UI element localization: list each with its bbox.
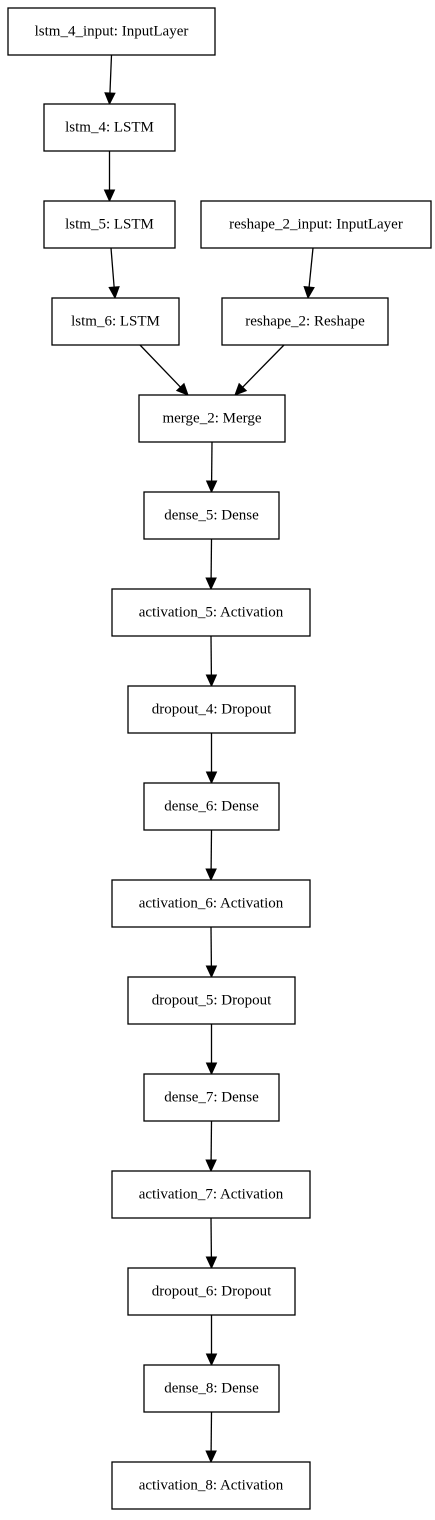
edge-lstm-6-to-merge-2 [139, 344, 189, 396]
edge-dropout-6-to-dense-8 [205, 1315, 218, 1367]
arrowhead-icon [175, 382, 189, 396]
node-label: dense_7: Dense [164, 1090, 259, 1106]
node-label: merge_2: Merge [162, 411, 261, 427]
edges-layer [103, 54, 315, 1464]
edge-lstm-4-input-to-lstm-4 [104, 54, 116, 106]
node-label: dropout_5: Dropout [152, 993, 272, 1009]
node-box [127, 976, 296, 1025]
edge-reshape-2-input-to-reshape-2 [303, 247, 315, 300]
edge-line [109, 54, 113, 94]
node-dense-7: dense_7: Dense [143, 1073, 280, 1122]
arrowhead-icon [205, 1159, 217, 1173]
node-label: dense_5: Dense [164, 508, 259, 524]
node-label: lstm_4: LSTM [65, 120, 154, 136]
edge-activation-5-to-dropout-4 [205, 635, 218, 688]
node-box [143, 1364, 280, 1413]
edge-line [139, 344, 181, 388]
node-box [200, 200, 432, 249]
arrowhead-icon [205, 1353, 218, 1367]
arrowhead-icon [205, 868, 217, 882]
edge-merge-2-to-dense-5 [205, 441, 218, 494]
node-lstm-4: lstm_4: LSTM [43, 103, 176, 152]
node-dropout-4: dropout_4: Dropout [127, 685, 296, 734]
node-label: dense_8: Dense [164, 1381, 259, 1397]
node-dense-6: dense_6: Dense [143, 782, 280, 831]
node-box [143, 1073, 280, 1122]
edge-line [110, 247, 115, 288]
edge-line [308, 247, 314, 288]
arrowhead-icon [103, 189, 116, 203]
edge-dropout-4-to-dense-6 [205, 733, 218, 785]
node-activation-5: activation_5: Activation [111, 588, 311, 637]
arrowhead-icon [205, 480, 218, 494]
arrowhead-icon [205, 577, 217, 591]
node-dense-8: dense_8: Dense [143, 1364, 280, 1413]
node-reshape-2-input: reshape_2_input: InputLayer [200, 200, 432, 249]
node-box [51, 297, 180, 346]
node-box [111, 588, 311, 637]
node-box [127, 1267, 296, 1316]
edge-dense-8-to-activation-8 [205, 1411, 217, 1464]
node-box [138, 394, 286, 443]
node-activation-7: activation_7: Activation [111, 1170, 311, 1219]
node-dropout-5: dropout_5: Dropout [127, 976, 296, 1025]
node-label: activation_5: Activation [139, 605, 284, 621]
node-dropout-6: dropout_6: Dropout [127, 1267, 296, 1316]
node-box [43, 103, 176, 152]
node-label: lstm_4_input: InputLayer [35, 24, 189, 40]
node-label: lstm_5: LSTM [65, 217, 154, 233]
arrowhead-icon [205, 1256, 218, 1270]
node-dense-5: dense_5: Dense [143, 491, 280, 540]
node-activation-8: activation_8: Activation [111, 1461, 311, 1510]
arrowhead-icon [108, 286, 120, 300]
arrowhead-icon [205, 965, 218, 979]
node-box [111, 1461, 311, 1510]
edge-lstm-4-to-lstm-5 [103, 151, 116, 203]
node-box [127, 685, 296, 734]
nodes-layer: lstm_4_input: InputLayer lstm_4: LSTM lstm… [7, 7, 432, 1510]
node-reshape-2: reshape_2: Reshape [221, 297, 389, 346]
node-label: activation_6: Activation [139, 896, 284, 912]
node-lstm-6: lstm_6: LSTM [51, 297, 180, 346]
node-lstm-5: lstm_5: LSTM [43, 200, 176, 249]
edge-reshape-2-to-merge-2 [234, 344, 285, 396]
node-box [143, 491, 280, 540]
arrowhead-icon [234, 382, 248, 396]
node-label: lstm_6: LSTM [71, 314, 160, 330]
node-box [143, 782, 280, 831]
edge-activation-7-to-dropout-6 [205, 1217, 218, 1270]
edge-dense-5-to-activation-5 [205, 538, 217, 591]
node-merge-2: merge_2: Merge [138, 394, 286, 443]
node-label: activation_8: Activation [139, 1478, 284, 1494]
edge-lstm-5-to-lstm-6 [108, 247, 120, 300]
node-label: activation_7: Activation [139, 1187, 284, 1203]
arrowhead-icon [205, 1062, 218, 1076]
edge-dense-7-to-activation-7 [205, 1120, 217, 1173]
node-box [43, 200, 176, 249]
edge-activation-6-to-dropout-5 [205, 926, 218, 979]
arrowhead-icon [205, 674, 218, 688]
arrowhead-icon [104, 92, 116, 106]
node-label: reshape_2: Reshape [245, 314, 365, 330]
edge-dense-6-to-activation-6 [205, 829, 217, 882]
node-activation-6: activation_6: Activation [111, 879, 311, 928]
node-label: dense_6: Dense [164, 799, 259, 815]
arrowhead-icon [205, 1450, 217, 1464]
arrowhead-icon [205, 771, 218, 785]
node-box [7, 7, 216, 56]
node-box [111, 1170, 311, 1219]
node-label: dropout_4: Dropout [152, 702, 272, 718]
arrowhead-icon [303, 285, 315, 300]
edge-dropout-5-to-dense-7 [205, 1024, 218, 1076]
node-lstm-4-input: lstm_4_input: InputLayer [7, 7, 216, 56]
node-box [111, 879, 311, 928]
node-label: dropout_6: Dropout [152, 1284, 272, 1300]
edge-line [242, 344, 285, 388]
node-label: reshape_2_input: InputLayer [229, 217, 403, 233]
node-box [221, 297, 389, 346]
